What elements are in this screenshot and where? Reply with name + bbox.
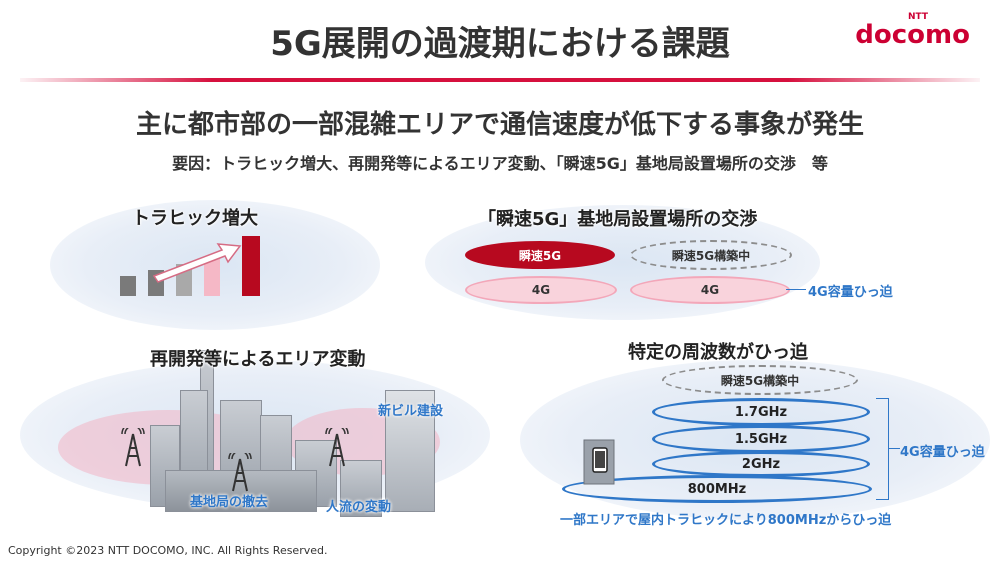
tower-left-icon [118, 422, 148, 468]
frequency-label: 特定の周波数がひっ迫 [628, 342, 808, 363]
freq-5g-under-construction: 瞬速5G構築中 [662, 365, 858, 395]
band-bracket [876, 398, 889, 500]
station-removal-label: 基地局の撤去 [190, 495, 269, 510]
traffic-label: トラヒック増大 [132, 208, 258, 229]
smartphone-building-icon [582, 438, 618, 486]
tower-right-icon [322, 422, 352, 468]
band-2ghz: 2GHz [652, 451, 870, 477]
subtitle: 主に都市部の一部混雑エリアで通信速度が低下する事象が発生 [135, 110, 864, 140]
redevelop-label: 再開発等によるエリア変動 [150, 349, 366, 370]
traffic-bar-1 [120, 276, 136, 296]
pill-instant-5g: 瞬速5G [465, 241, 615, 269]
cause-text: 要因：トラヒック増大、再開発等によるエリア変動、「瞬速5G」基地局設置場所の交渉… [172, 154, 828, 173]
frequency-bottom-note: 一部エリアで屋内トラヒックにより800MHzからひっ迫 [560, 513, 892, 528]
page-title: 5G展開の過渡期における課題 [270, 24, 730, 64]
4g-connector-line [786, 289, 806, 290]
traffic-bar-chart [118, 232, 278, 296]
negotiation-note: 4G容量ひっ迫 [808, 285, 893, 300]
docomo-logo: NTT docomo [855, 12, 970, 52]
pill-4g-left: 4G [465, 276, 617, 304]
band-800mhz: 800MHz [562, 475, 872, 503]
city-illustration [120, 330, 440, 530]
tower-middle-icon [225, 447, 255, 493]
logo-word: docomo [855, 20, 970, 50]
copyright: Copyright ©2023 NTT DOCOMO, INC. All Rig… [8, 544, 328, 557]
band-1-7ghz: 1.7GHz [652, 398, 870, 426]
trend-arrow-icon [152, 243, 242, 283]
people-flow-label: 人流の変動 [326, 500, 392, 515]
title-divider [20, 78, 980, 82]
negotiation-label: 「瞬速5G」基地局設置場所の交渉 [478, 209, 758, 230]
new-building-label: 新ビル建設 [378, 404, 444, 419]
pill-5g-under-construction: 瞬速5G構築中 [630, 240, 792, 270]
frequency-note: 4G容量ひっ迫 [900, 445, 985, 460]
bracket-connector-line [888, 448, 900, 449]
band-1-5ghz: 1.5GHz [652, 425, 870, 453]
traffic-bar-4 [204, 256, 220, 296]
pill-4g-right: 4G [630, 276, 790, 304]
traffic-bar-5 [242, 236, 260, 296]
logo-ntt: NTT [907, 12, 928, 22]
